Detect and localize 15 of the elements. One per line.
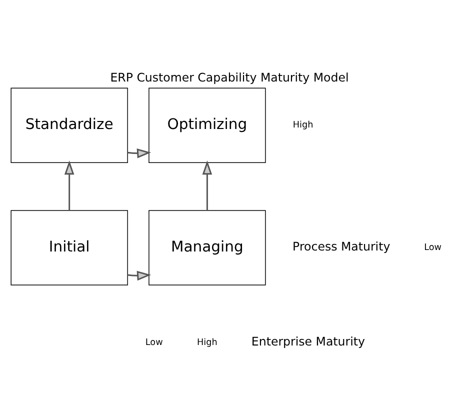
node-box: Managing bbox=[148, 210, 266, 285]
label: Low bbox=[145, 337, 163, 348]
arrow bbox=[128, 148, 152, 158]
arrow bbox=[202, 160, 212, 210]
node-box: Initial bbox=[10, 210, 128, 285]
arrow bbox=[64, 160, 74, 210]
node-box: Optimizing bbox=[148, 87, 266, 162]
label: High bbox=[292, 120, 314, 130]
diagram-title: ERP Customer Capability Maturity Model bbox=[110, 70, 349, 84]
node-box: Standardize bbox=[10, 87, 128, 162]
label: Process Maturity bbox=[292, 239, 390, 254]
label: High bbox=[197, 337, 218, 348]
arrow bbox=[128, 270, 152, 280]
label: Enterprise Maturity bbox=[251, 334, 365, 348]
label: Low bbox=[424, 242, 442, 253]
